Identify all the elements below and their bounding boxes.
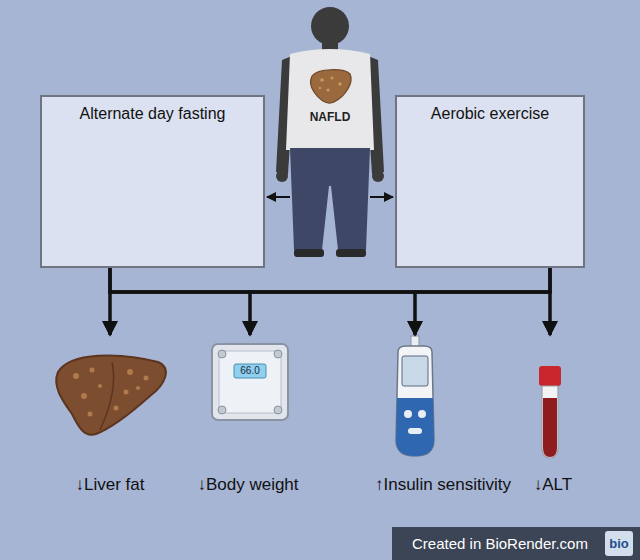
liver-icon	[56, 355, 166, 434]
scale-readout: 66.0	[234, 364, 266, 378]
outcome-arrow	[549, 268, 552, 335]
condition-label: NAFLD	[310, 110, 351, 124]
patient-figure: NAFLD	[292, 40, 368, 255]
outcome-arrow	[415, 268, 550, 335]
outcome-item: ↓Body weight	[189, 335, 307, 505]
outcome-arrow	[110, 268, 550, 335]
outcome-label: ↓Liver fat	[76, 475, 145, 495]
badge-text: Created in BioRender.com	[398, 527, 602, 560]
intervention-box: Aerobic exercise	[395, 95, 585, 268]
glucose-meter-icon	[396, 336, 434, 456]
outcome-arrow	[110, 268, 415, 335]
badge-logo	[605, 531, 633, 556]
outcome-label: ↓Body weight	[197, 475, 298, 495]
intervention-arrow	[267, 196, 290, 198]
box-title: Aerobic exercise	[431, 105, 549, 123]
outcome-item: ↓ALT	[526, 335, 581, 505]
badge-bar	[392, 527, 640, 560]
intervention-arrow	[370, 196, 393, 198]
blood-tube-icon	[539, 366, 561, 458]
outcome-item: ↑Insulin sensitivity	[367, 335, 520, 505]
outcome-arrow	[110, 268, 550, 335]
intervention-box: Alternate day fasting	[40, 95, 265, 268]
outcome-arrow	[250, 268, 550, 335]
person-silhouette	[276, 7, 384, 257]
outcome-item: ↓Liver fat	[68, 335, 153, 505]
outcome-label: ↓ALT	[534, 475, 572, 495]
box-title: Alternate day fasting	[80, 105, 226, 123]
outcome-label: ↑Insulin sensitivity	[375, 475, 511, 495]
badge-logo-text: bio	[605, 531, 633, 556]
scale-icon	[212, 344, 288, 420]
outcome-arrow	[110, 268, 250, 335]
